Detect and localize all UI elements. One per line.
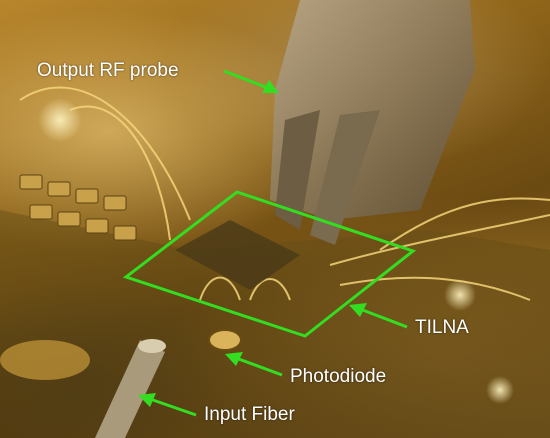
bond-wires [19, 86, 550, 301]
probe-tip-left [275, 110, 320, 230]
label-photodiode: Photodiode [290, 366, 387, 387]
input-fiber [95, 340, 165, 438]
label-output-rf-probe: Output RF probe [37, 60, 179, 81]
fiber-tip [138, 339, 166, 353]
probe-tip-right [310, 110, 380, 245]
bond-pads [19, 174, 137, 241]
label-tilna: TILNA [415, 317, 469, 338]
glint [486, 376, 514, 404]
tilna-outline-box [122, 190, 417, 338]
photodiode [208, 329, 242, 351]
arrow-tilna [349, 303, 408, 329]
annotation-arrows [138, 69, 408, 417]
label-input-fiber: Input Fiber [204, 404, 295, 425]
glint [444, 279, 476, 311]
output-rf-probe [270, 0, 475, 220]
glint [38, 98, 82, 142]
arrow-photodiode [225, 352, 283, 377]
tilna-chip [175, 220, 300, 290]
arrow-input-fiber [138, 393, 197, 417]
mounting-disc [0, 340, 90, 380]
arrow-output-rf-probe [223, 69, 279, 93]
